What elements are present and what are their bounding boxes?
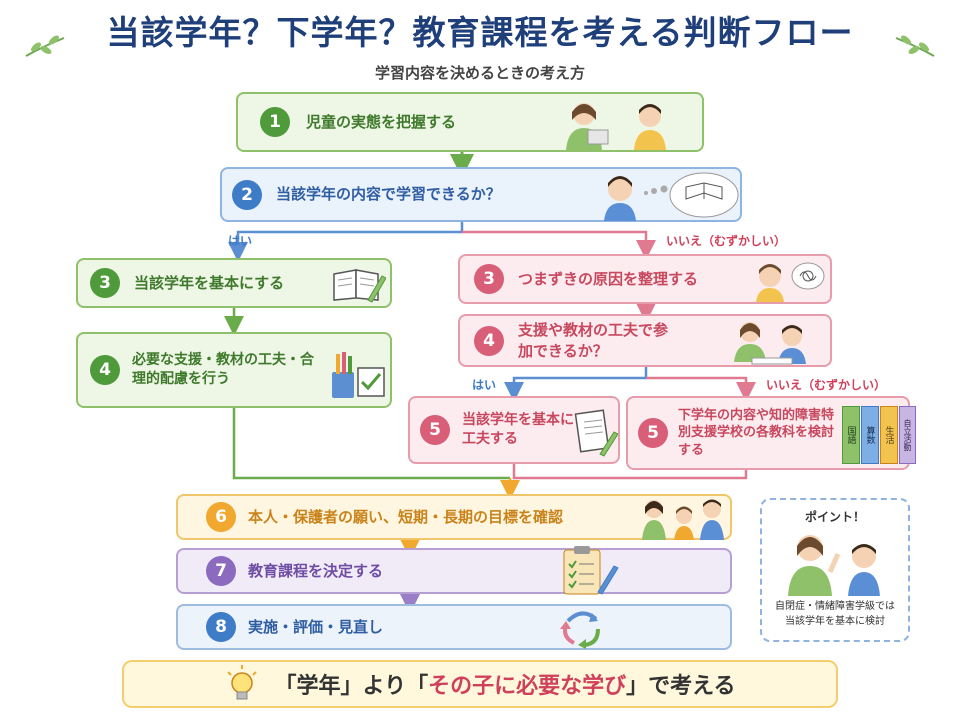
step-1-label: 児童の実態を把握する [306,112,457,131]
book-kokugo: 国語 [842,406,860,464]
step-5b-label: 下学年の内容や知的障害特別支援学校の各教科を検討する [678,407,835,458]
step-3-right-label: つまずきの原因を整理する [518,269,699,288]
step-2-box: 2 当該学年の内容で学習できるか？ [220,167,742,222]
banner-text-part1: 「学年」より「 [274,674,429,699]
step-3-left-number: 3 [90,268,120,298]
teacher-pointing-child-icon [788,535,880,596]
book-sansu: 算数 [861,406,879,464]
step-3-right-box: 3 つまずきの原因を整理する [458,254,832,304]
step-5b-box: 5 下学年の内容や知的障害特別支援学校の各教科を検討する 国語 算数 生活 自立… [626,396,916,470]
page-subtitle: 学習内容を決めるときの考え方 [374,64,585,82]
clipboard-checklist-icon [563,546,619,595]
step-4-left-box: 4 必要な支援・教材の工夫・合理的配慮を行う [76,332,392,408]
point-box: ポイント！ 自閉症・情緒障害学級では当該学年を基本に検討 [760,498,910,642]
point-text: 自閉症・情緒障害学級では当該学年を基本に検討 [775,601,895,627]
book-pencil-icon [333,269,386,303]
step-3-left-label: 当該学年を基本にする [134,273,285,292]
step-6-box: 6 本人・保護者の願い、短期・長期の目標を確認 [176,494,732,540]
step-2-label: 当該学年の内容で学習できるか？ [276,185,501,204]
conclusion-banner: 「学年」より「 その子に必要な学び 」で考える [122,660,838,708]
step-6-label: 本人・保護者の願い、短期・長期の目標を確認 [248,507,564,526]
step-6-number: 6 [206,502,236,532]
banner-text-highlight: その子に必要な学び [428,674,627,699]
puzzled-child-icon [756,262,825,302]
step-7-label: 教育課程を決定する [248,561,384,580]
worksheet-pencil-icon [574,409,618,457]
step-4-left-number: 4 [90,355,120,385]
step-5a-box: 5 当該学年を基本に工夫する [408,396,620,464]
step-5a-label: 当該学年を基本に工夫する [462,412,574,447]
step-4-left-label: 必要な支援・教材の工夫・合理的配慮を行う [132,352,314,387]
step-3-right-number: 3 [474,264,504,294]
step-5a-number: 5 [420,415,450,445]
step-4-right-number: 4 [474,325,504,356]
step-1-number: 1 [260,107,290,137]
teacher-helping-child-icon [734,322,806,365]
subject-books: 国語 算数 生活 自立活動 [842,406,916,464]
left-sprig-icon [25,35,65,57]
step-5b-number: 5 [638,418,668,448]
point-title: ポイント！ [804,510,865,524]
step-2-number: 2 [232,179,262,210]
book-seikatsu: 生活 [880,406,898,464]
page-title: 当該学年？下学年？教育課程を考える判断フロー [106,13,854,52]
branch-yes-1: はい [228,234,253,248]
step-1-box: 1 児童の実態を把握する [236,92,704,152]
step-7-box: 7 教育課程を決定する [176,546,732,595]
thinking-child-icon [604,172,739,221]
cycle-arrows-icon [560,611,600,649]
step-4-right-box: 4 支援や教材の工夫で参加できるか？ [458,314,832,367]
step-8-box: 8 実施・評価・見直し [176,604,732,650]
step-8-label: 実施・評価・見直し [248,617,384,636]
pencil-cup-checkbox-icon [332,352,385,398]
branch-no-1: いいえ（むずかしい） [666,234,787,248]
right-sprig-icon [895,35,935,57]
step-3-left-box: 3 当該学年を基本にする [76,258,392,308]
banner-text-part3: 」で考える [626,674,736,699]
branch-yes-2: はい [472,378,497,392]
step-7-number: 7 [206,556,236,586]
book-jiritsu: 自立活動 [899,406,916,464]
branch-no-2: いいえ（むずかしい） [766,378,887,392]
lightbulb-icon [226,665,257,700]
family-icon [642,499,724,540]
step-4-right-label: 支援や教材の工夫で参加できるか？ [518,321,669,360]
teacher-and-child-icon [566,103,666,150]
step-8-number: 8 [206,612,236,642]
